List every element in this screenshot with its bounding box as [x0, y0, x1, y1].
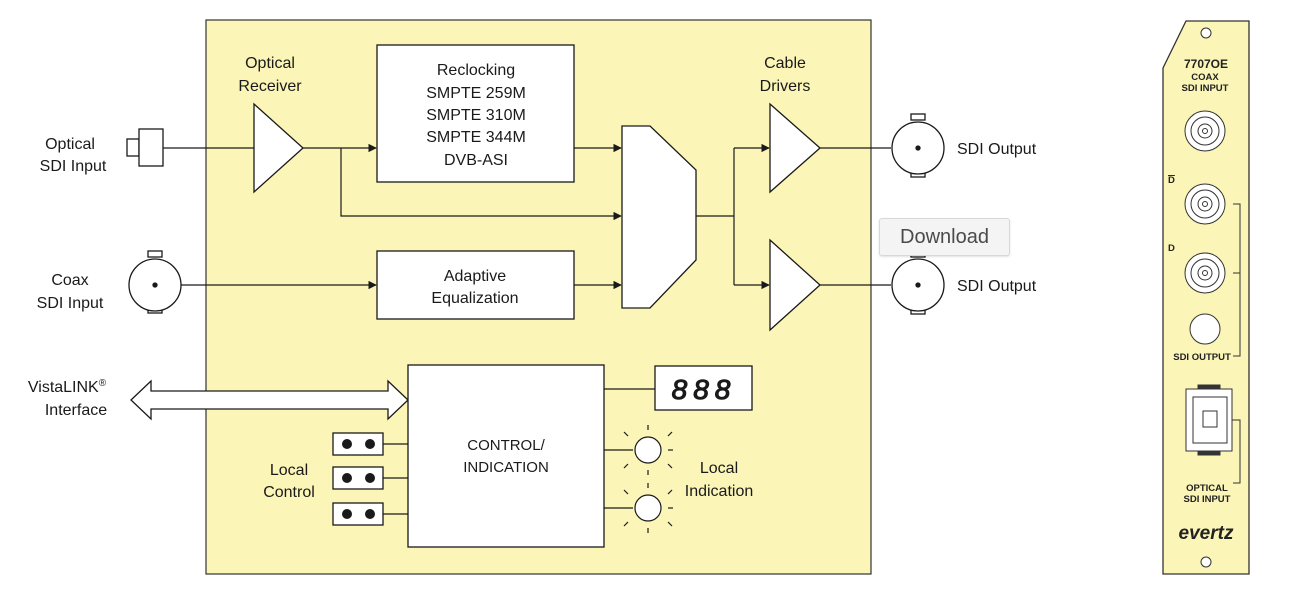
- panel-optical-label-line1: OPTICAL: [1186, 483, 1228, 494]
- optical-receiver-label-line2: Receiver: [238, 78, 302, 95]
- adaptive-eq-label-line1: Adaptive: [444, 268, 506, 285]
- local-control-label-line1: Local: [270, 462, 308, 479]
- panel-coax-input-bnc-icon: [1184, 110, 1226, 152]
- coax-bnc-connector-icon: [128, 250, 182, 314]
- led-indicator-1-icon: [604, 425, 673, 475]
- panel-optical-label-line2: SDI INPUT: [1184, 494, 1231, 505]
- local-control-switch-1: [332, 432, 408, 456]
- coax-sdi-input-label-line2: SDI Input: [37, 295, 104, 312]
- local-control-switch-2: [332, 466, 408, 490]
- display-digits: 888: [672, 374, 737, 405]
- panel-optical-connector-icon: [1185, 384, 1233, 456]
- cable-driver-2: [769, 238, 821, 332]
- control-label-line2: INDICATION: [463, 459, 549, 476]
- reclocking-label: Reclocking: [437, 62, 515, 79]
- control-indication-block: [407, 364, 605, 548]
- panel-coax-label-line1: COAX: [1191, 72, 1219, 83]
- adaptive-eq-label-line2: Equalization: [431, 290, 518, 307]
- rear-panel: 7707OE COAX SDI INPUT D D SDI OUTPUT OPT…: [1162, 20, 1250, 575]
- sdi-output-1-bnc-icon: [891, 113, 945, 178]
- panel-model-label: 7707OE: [1184, 57, 1228, 71]
- local-indication-label-line1: Local: [700, 460, 738, 477]
- local-control-switch-3: [332, 502, 408, 526]
- control-label-line1: CONTROL/: [467, 437, 545, 454]
- panel-sdi-output-label: SDI OUTPUT: [1173, 352, 1231, 363]
- panel-d-bar-label: D: [1168, 175, 1175, 186]
- led-indicator-2-icon: [604, 483, 673, 533]
- download-button[interactable]: Download: [879, 218, 1010, 256]
- adaptive-equalization-block: [376, 250, 575, 320]
- vistalink-label-line2: Interface: [45, 402, 107, 419]
- panel-blank-hole: [1189, 313, 1221, 345]
- panel-d-label: D: [1168, 243, 1175, 254]
- optical-sdi-input-label-line1: Optical: [45, 136, 95, 153]
- coax-sdi-input-label-line1: Coax: [51, 272, 88, 289]
- reclocking-standard-2: SMPTE 310M: [426, 107, 526, 124]
- vistalink-label-line1: VistaLINK®: [28, 378, 107, 396]
- optical-receiver-amplifier: [253, 102, 304, 194]
- cable-driver-1: [769, 102, 821, 194]
- input-multiplexer: [621, 125, 697, 309]
- cable-drivers-label-line1: Cable: [764, 55, 806, 72]
- sdi-output-2-label: SDI Output: [957, 278, 1037, 295]
- local-indication-label-line2: Indication: [685, 483, 754, 500]
- reclocking-standard-1: SMPTE 259M: [426, 85, 526, 102]
- cable-drivers-label-line2: Drivers: [760, 78, 811, 95]
- optical-receiver-label-line1: Optical: [245, 55, 295, 72]
- optical-connector-icon: [126, 128, 164, 167]
- panel-output-d-bar-bnc-icon: [1184, 183, 1226, 225]
- panel-coax-label-line2: SDI INPUT: [1182, 83, 1229, 94]
- panel-output-d-bnc-icon: [1184, 252, 1226, 294]
- sdi-output-1-label: SDI Output: [957, 141, 1037, 158]
- sdi-output-2-bnc-icon: [891, 250, 945, 315]
- seven-segment-display: [654, 365, 753, 411]
- optical-sdi-input-label-line2: SDI Input: [40, 158, 107, 175]
- reclocking-standard-3: SMPTE 344M: [426, 129, 526, 146]
- panel-brand-logo: evertz: [1179, 523, 1234, 544]
- local-control-label-line2: Control: [263, 484, 315, 501]
- reclocking-standard-4: DVB-ASI: [444, 152, 508, 169]
- reclocking-block: [376, 44, 575, 183]
